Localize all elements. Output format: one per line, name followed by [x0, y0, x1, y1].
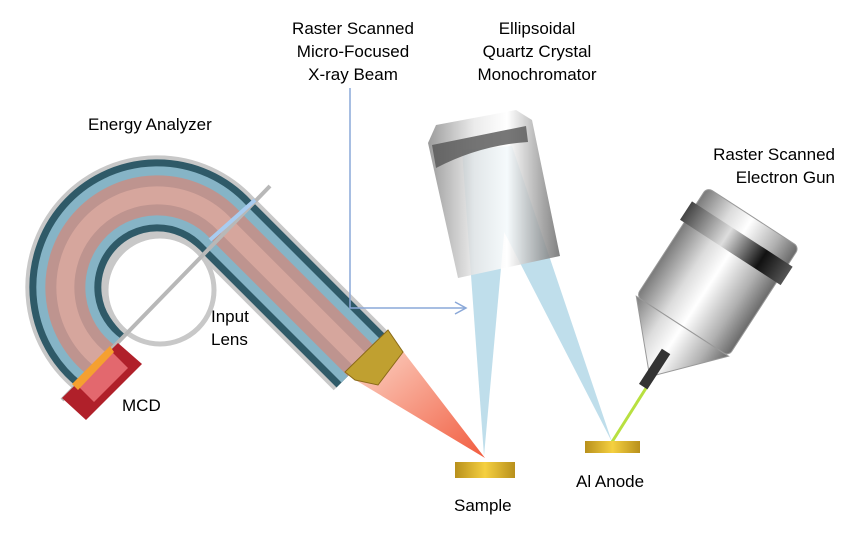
input-lens	[344, 329, 404, 386]
label-line: Quartz Crystal	[482, 42, 592, 61]
label-input-lens: Input Lens	[211, 305, 249, 351]
electron-beam	[610, 384, 650, 443]
label-line: Ellipsoidal	[498, 19, 576, 38]
al-anode	[585, 441, 640, 453]
xray-pointer-line	[349, 88, 465, 309]
label-line: Raster Scanned	[713, 145, 835, 164]
label-mcd: MCD	[122, 396, 161, 415]
label-line: Micro-Focused	[296, 42, 410, 61]
label-al-anode: Al Anode	[576, 472, 645, 491]
label-energy-analyzer: Energy Analyzer	[88, 115, 212, 134]
sample-holder	[455, 462, 515, 478]
label-line: Raster Scanned	[292, 19, 414, 38]
label-xray-beam: Raster Scanned Micro-Focused X-ray Beam	[278, 17, 428, 86]
label-line: Electron Gun	[735, 168, 835, 187]
label-line: Lens	[211, 330, 248, 349]
energy-analyzer	[25, 155, 391, 396]
label-line: X-ray Beam	[308, 65, 398, 84]
label-monochromator: Ellipsoidal Quartz Crystal Monochromator	[462, 17, 612, 86]
electron-gun	[635, 189, 798, 390]
label-line: Monochromator	[477, 65, 597, 84]
label-line: Input	[211, 307, 249, 326]
mcd-detector	[62, 343, 142, 420]
monochromator-crystal	[428, 110, 560, 278]
label-sample: Sample	[454, 496, 512, 515]
photoelectron-cone	[352, 350, 485, 458]
label-electron-gun: Raster Scanned Electron Gun	[660, 143, 835, 189]
